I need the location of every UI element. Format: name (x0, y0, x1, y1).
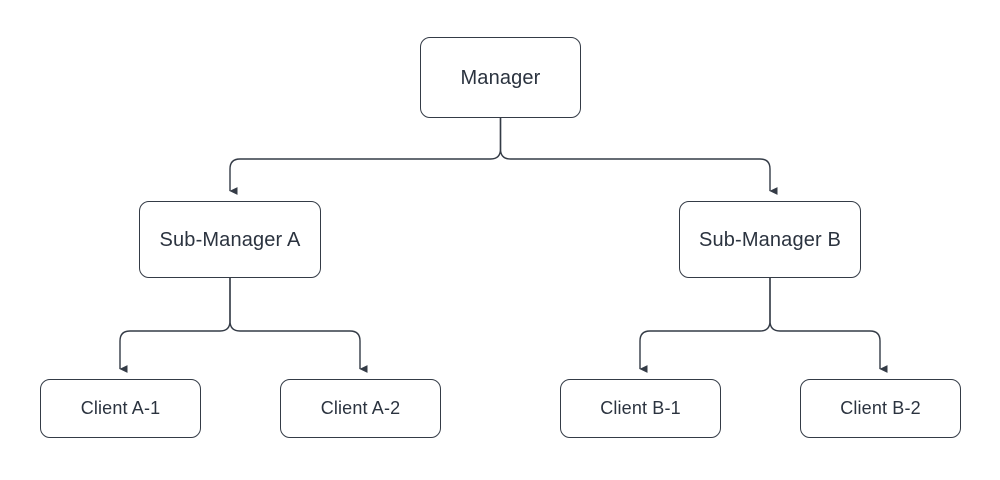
edge-manager-sub-a (229, 118, 502, 195)
node-client-a-2-label: Client A-2 (320, 397, 401, 418)
node-manager-label: Manager (460, 66, 541, 89)
edge-sub-b-client-b-2 (769, 278, 888, 373)
node-sub-manager-b[interactable]: Sub-Manager B (679, 201, 861, 278)
edge-sub-a-client-a-1 (119, 278, 231, 373)
node-client-a-1-label: Client A-1 (80, 397, 161, 418)
edge-manager-sub-b (499, 118, 778, 195)
node-client-a-1[interactable]: Client A-1 (40, 379, 201, 438)
node-client-b-2-label: Client B-2 (840, 397, 921, 418)
node-sub-manager-a[interactable]: Sub-Manager A (139, 201, 321, 278)
edge-sub-a-client-a-2 (229, 278, 368, 373)
edge-sub-b-client-b-1 (639, 278, 771, 373)
node-client-a-2[interactable]: Client A-2 (280, 379, 441, 438)
node-sub-manager-a-label: Sub-Manager A (159, 228, 301, 251)
node-client-b-1[interactable]: Client B-1 (560, 379, 721, 438)
node-sub-manager-b-label: Sub-Manager B (698, 228, 842, 251)
node-client-b-2[interactable]: Client B-2 (800, 379, 961, 438)
node-manager[interactable]: Manager (420, 37, 581, 118)
node-client-b-1-label: Client B-1 (600, 397, 681, 418)
